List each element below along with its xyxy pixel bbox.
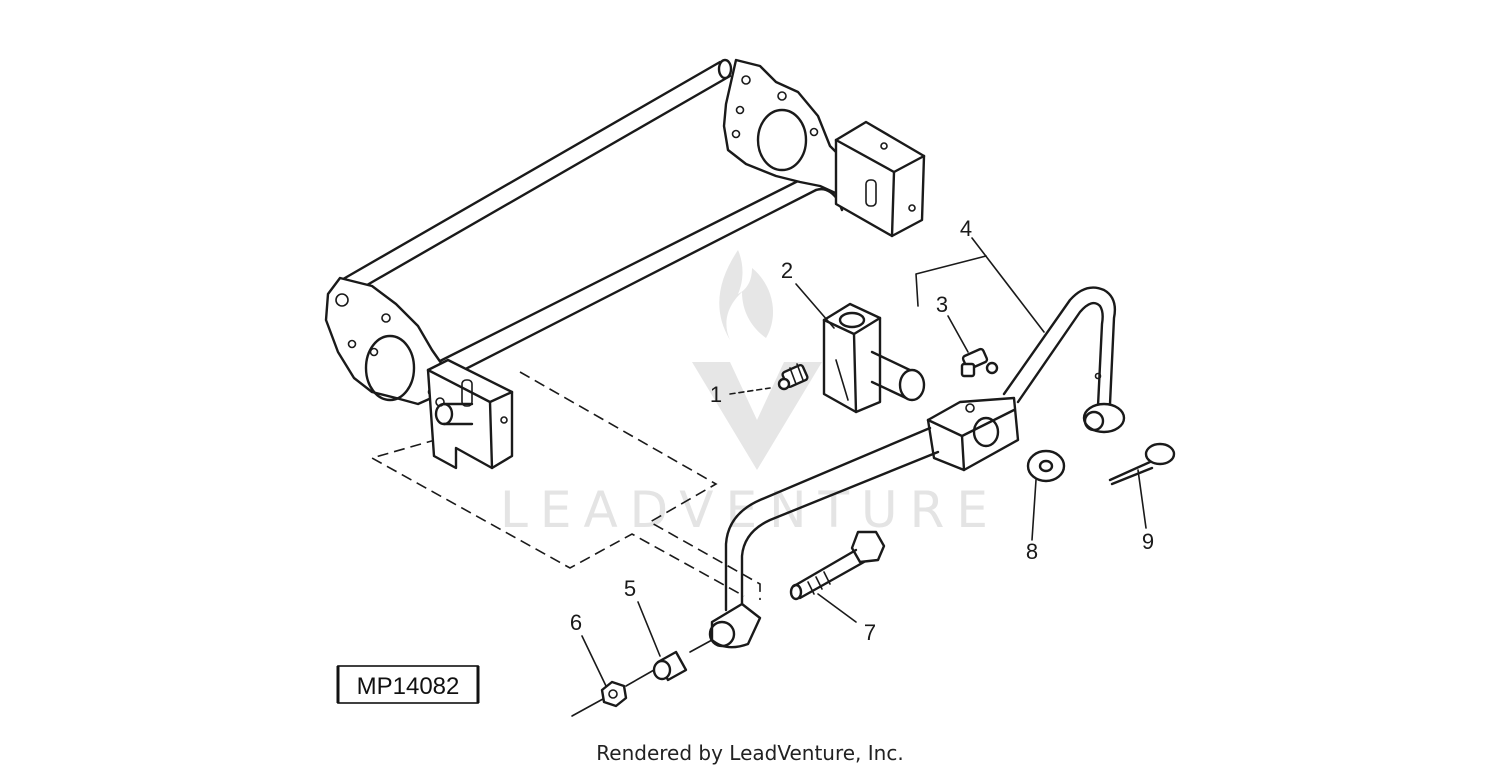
watermark-v-icon <box>692 362 822 470</box>
watermark-flame-icon <box>719 250 774 340</box>
part-9-ring-pin <box>1108 442 1176 486</box>
leader-lines <box>581 237 1147 687</box>
callout-8: 8 <box>1026 539 1038 564</box>
part-1-grease-fitting <box>777 363 809 391</box>
footer-credit: Rendered by LeadVenture, Inc. <box>596 741 904 765</box>
callout-7: 7 <box>864 620 876 645</box>
callout-4: 4 <box>960 216 972 241</box>
callout-1: 1 <box>710 382 722 407</box>
part-6-nut <box>600 680 628 708</box>
callout-6: 6 <box>570 610 582 635</box>
callouts: 1 2 3 4 5 6 7 8 9 <box>570 216 1154 645</box>
callout-5: 5 <box>624 576 636 601</box>
part-5-bushing <box>652 650 688 682</box>
part-7-bolt <box>789 530 886 601</box>
axle-frame <box>324 58 926 470</box>
callout-2: 2 <box>781 258 793 283</box>
figure-id: MP14082 <box>357 673 460 700</box>
callout-9: 9 <box>1142 529 1154 554</box>
part-8-washer <box>1026 449 1066 483</box>
watermark-text: LEADVENTURE <box>500 481 1000 539</box>
assembly-axis-line <box>571 639 713 717</box>
part-2-pivot-block <box>822 302 926 414</box>
deck-outline-dashed <box>369 371 761 600</box>
callout-3: 3 <box>936 292 948 317</box>
figure-id-box: MP14082 <box>336 665 480 704</box>
part-4-lift-arm <box>708 286 1126 649</box>
part-3-elbow-fitting <box>960 347 999 378</box>
